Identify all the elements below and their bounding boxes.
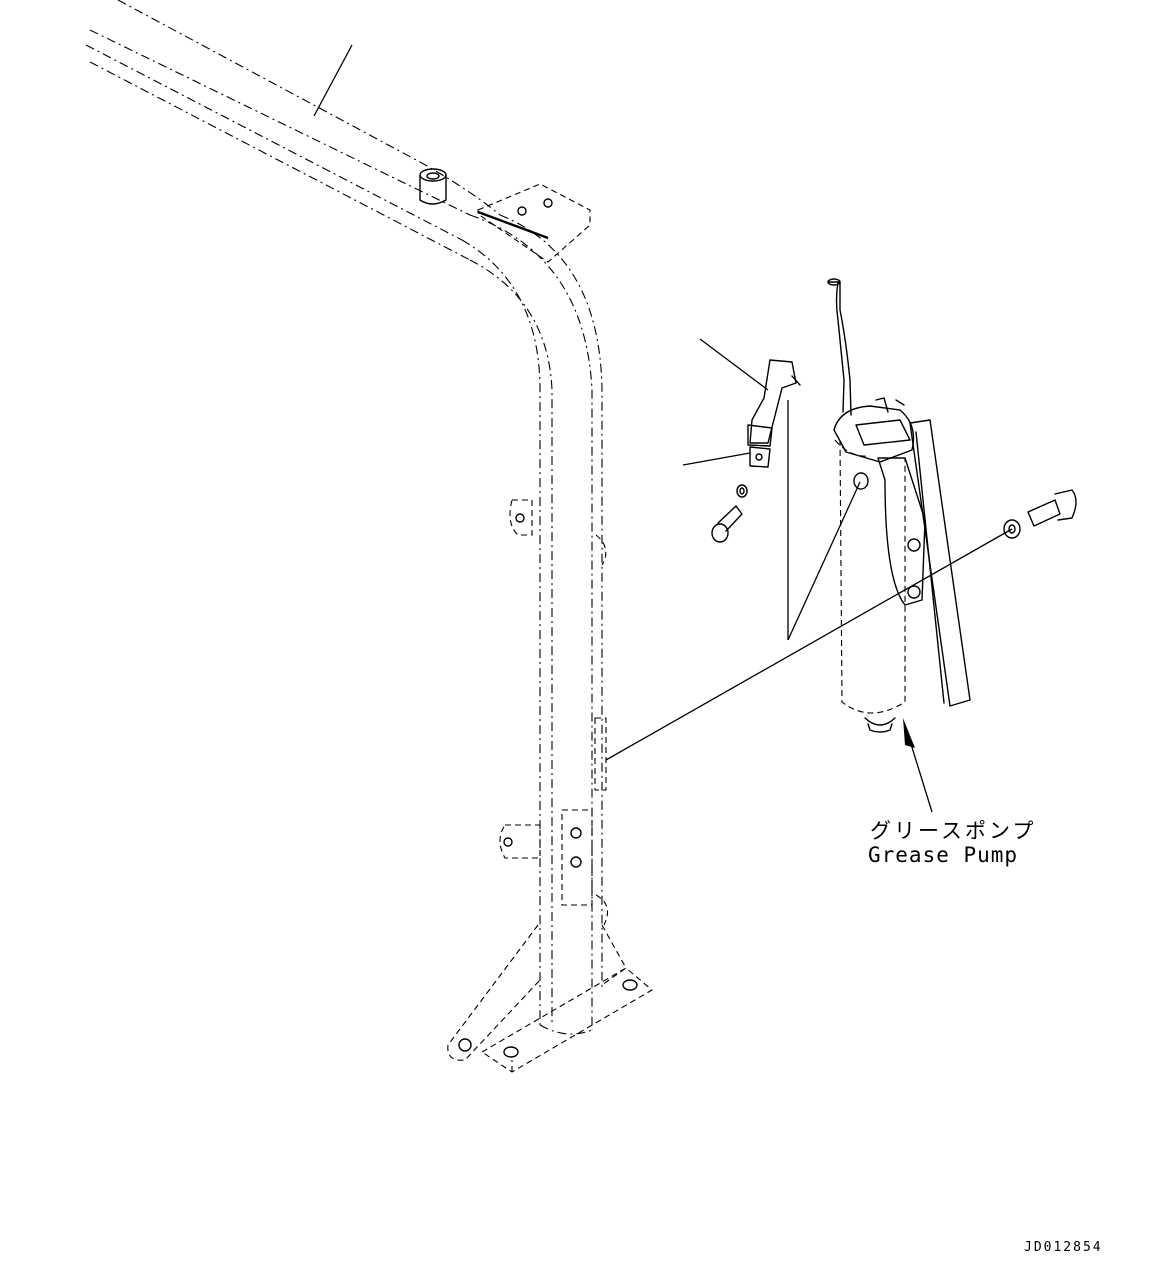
center-line	[605, 528, 1013, 761]
grease-pump-icon	[827, 278, 971, 813]
bolt-icon	[711, 484, 748, 543]
callout-label-jp: グリースポンプ	[870, 819, 1037, 843]
rops-frame-icon	[85, 0, 653, 1073]
bracket-icon	[682, 338, 801, 640]
center-line	[787, 481, 861, 641]
bolt-icon	[1003, 489, 1077, 539]
drawing-code: JD012854	[1024, 1240, 1103, 1255]
callout-label-en: Grease Pump	[868, 843, 1019, 867]
